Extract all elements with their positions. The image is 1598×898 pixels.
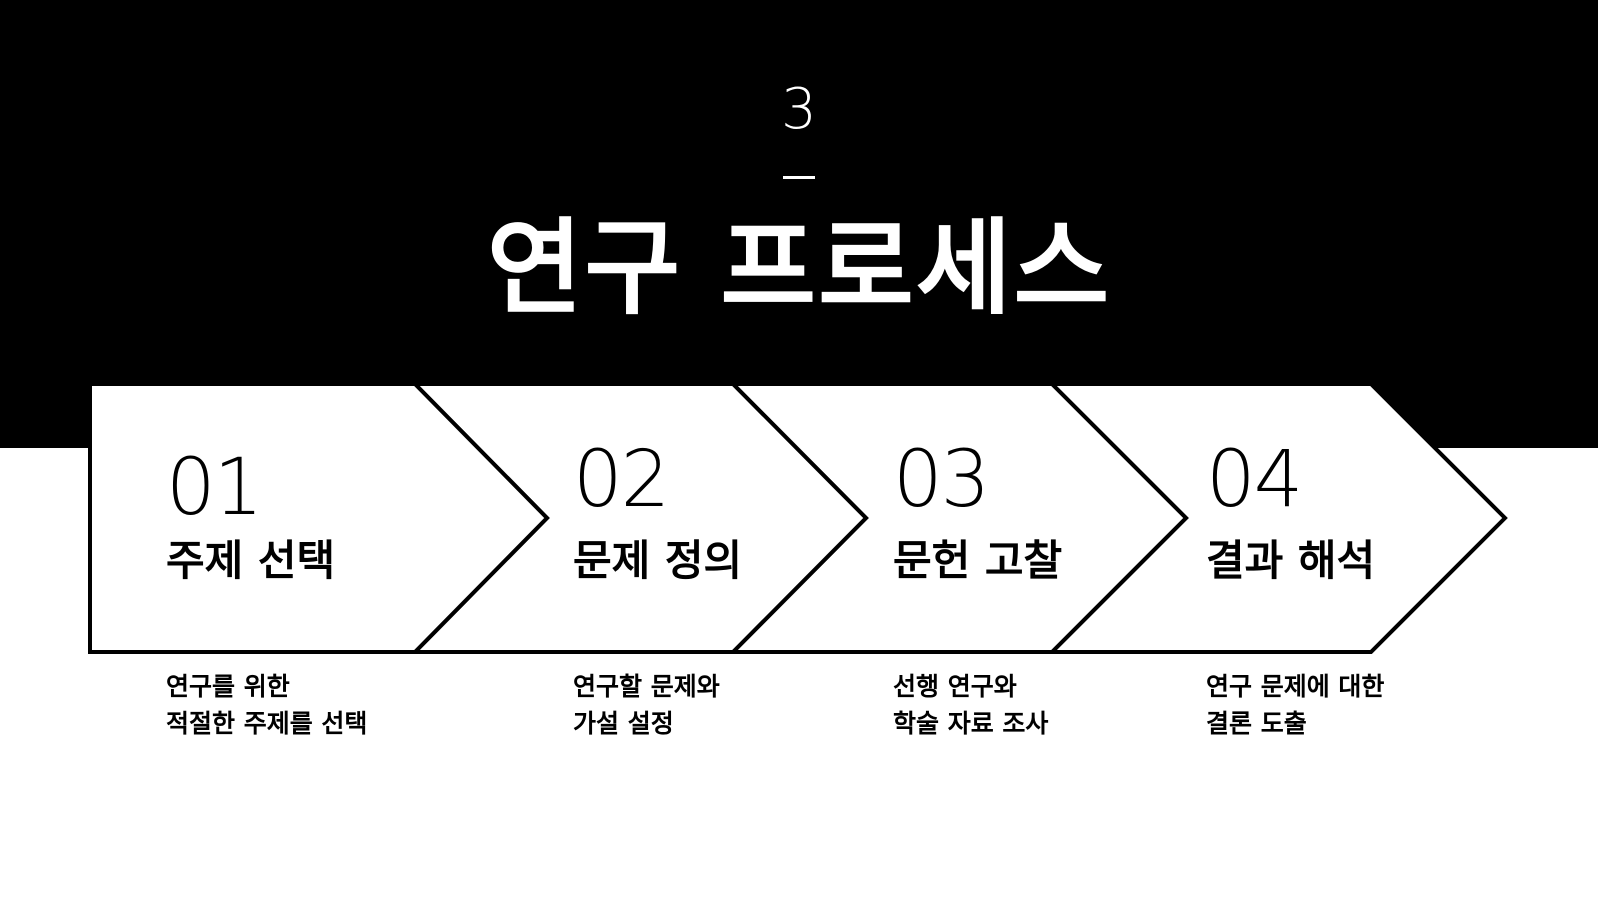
step-description-line: 선행 연구와	[893, 672, 1017, 701]
step-title: 문제 정의	[573, 536, 743, 585]
step-title: 결과 해석	[1206, 536, 1376, 585]
header-band	[0, 0, 1598, 448]
step-description-line: 연구 문제에 대한	[1206, 672, 1385, 701]
step-description: 선행 연구와 학술 자료 조사	[893, 668, 1048, 742]
section-divider	[783, 176, 815, 179]
step-title: 주제 선택	[166, 536, 336, 585]
step-description: 연구할 문제와 가설 설정	[573, 668, 720, 742]
arrow-step-1	[88, 382, 550, 654]
step-description-line: 학술 자료 조사	[893, 709, 1049, 738]
step-number: 02	[573, 435, 670, 525]
section-number: 3	[781, 77, 817, 142]
step-description: 연구를 위한 적절한 주제를 선택	[166, 668, 367, 742]
step-description-line: 연구할 문제와	[573, 672, 720, 701]
step-number: 03	[893, 435, 990, 525]
step-description: 연구 문제에 대한 결론 도출	[1206, 668, 1384, 742]
step-description-line: 적절한 주제를 선택	[166, 709, 368, 738]
step-title: 문헌 고찰	[893, 536, 1063, 585]
page-title: 연구 프로세스	[486, 207, 1112, 329]
step-description-line: 결론 도출	[1206, 709, 1307, 738]
step-description-line: 연구를 위한	[166, 672, 290, 701]
step-number: 04	[1206, 435, 1303, 525]
step-description-line: 가설 설정	[573, 709, 674, 738]
step-number: 01	[166, 443, 263, 533]
